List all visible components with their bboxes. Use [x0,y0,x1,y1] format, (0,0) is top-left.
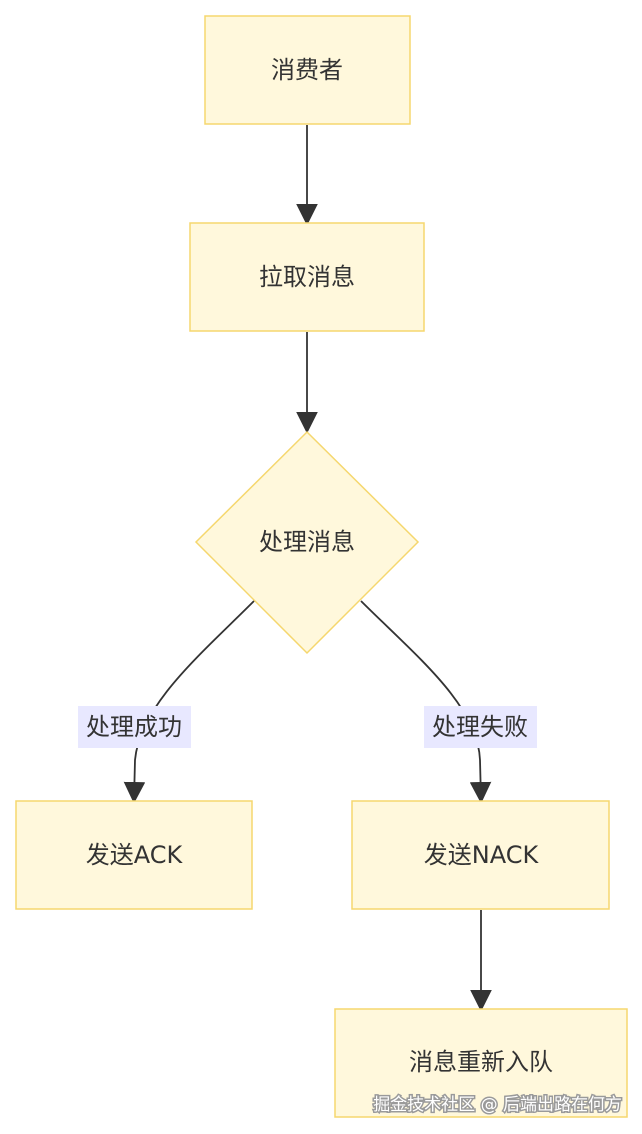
node-pull-message: 拉取消息 [189,222,425,332]
node-pull-message-label: 拉取消息 [259,263,355,291]
edge-label-bg [424,706,537,748]
edge-label-bg [78,706,191,748]
node-process-message-label: 处理消息 [259,528,355,556]
edge-label-failure: 处理失败 [424,706,537,748]
edges [123,125,492,1012]
node-box [204,15,411,125]
node-consumer-label: 消费者 [271,56,343,84]
node-box [189,222,425,332]
node-requeue: 消息重新入队 [334,1008,628,1118]
node-send-nack-label: 发送NACK [424,841,540,869]
node-requeue-label: 消息重新入队 [409,1048,553,1076]
node-send-ack-label: 发送ACK [86,841,184,869]
edge-label-failure-text: 处理失败 [432,713,528,741]
node-send-ack: 发送ACK [15,800,253,910]
edge-process-to-ack [123,600,255,804]
node-consumer: 消费者 [204,15,411,125]
watermark: 掘金技术社区 @ 后端出路在何方 [372,1094,624,1117]
edge-label-success-text: 处理成功 [86,713,182,741]
node-box [334,1008,628,1118]
node-process-message: 处理消息 [194,430,420,655]
watermark-text: 掘金技术社区 @ 后端出路在何方 [373,1095,622,1115]
edge-process-to-nack [360,600,492,804]
edge-label-success: 处理成功 [78,706,191,748]
node-box [351,800,610,910]
node-box [15,800,253,910]
node-send-nack: 发送NACK [351,800,610,910]
decision-diamond [194,430,420,655]
